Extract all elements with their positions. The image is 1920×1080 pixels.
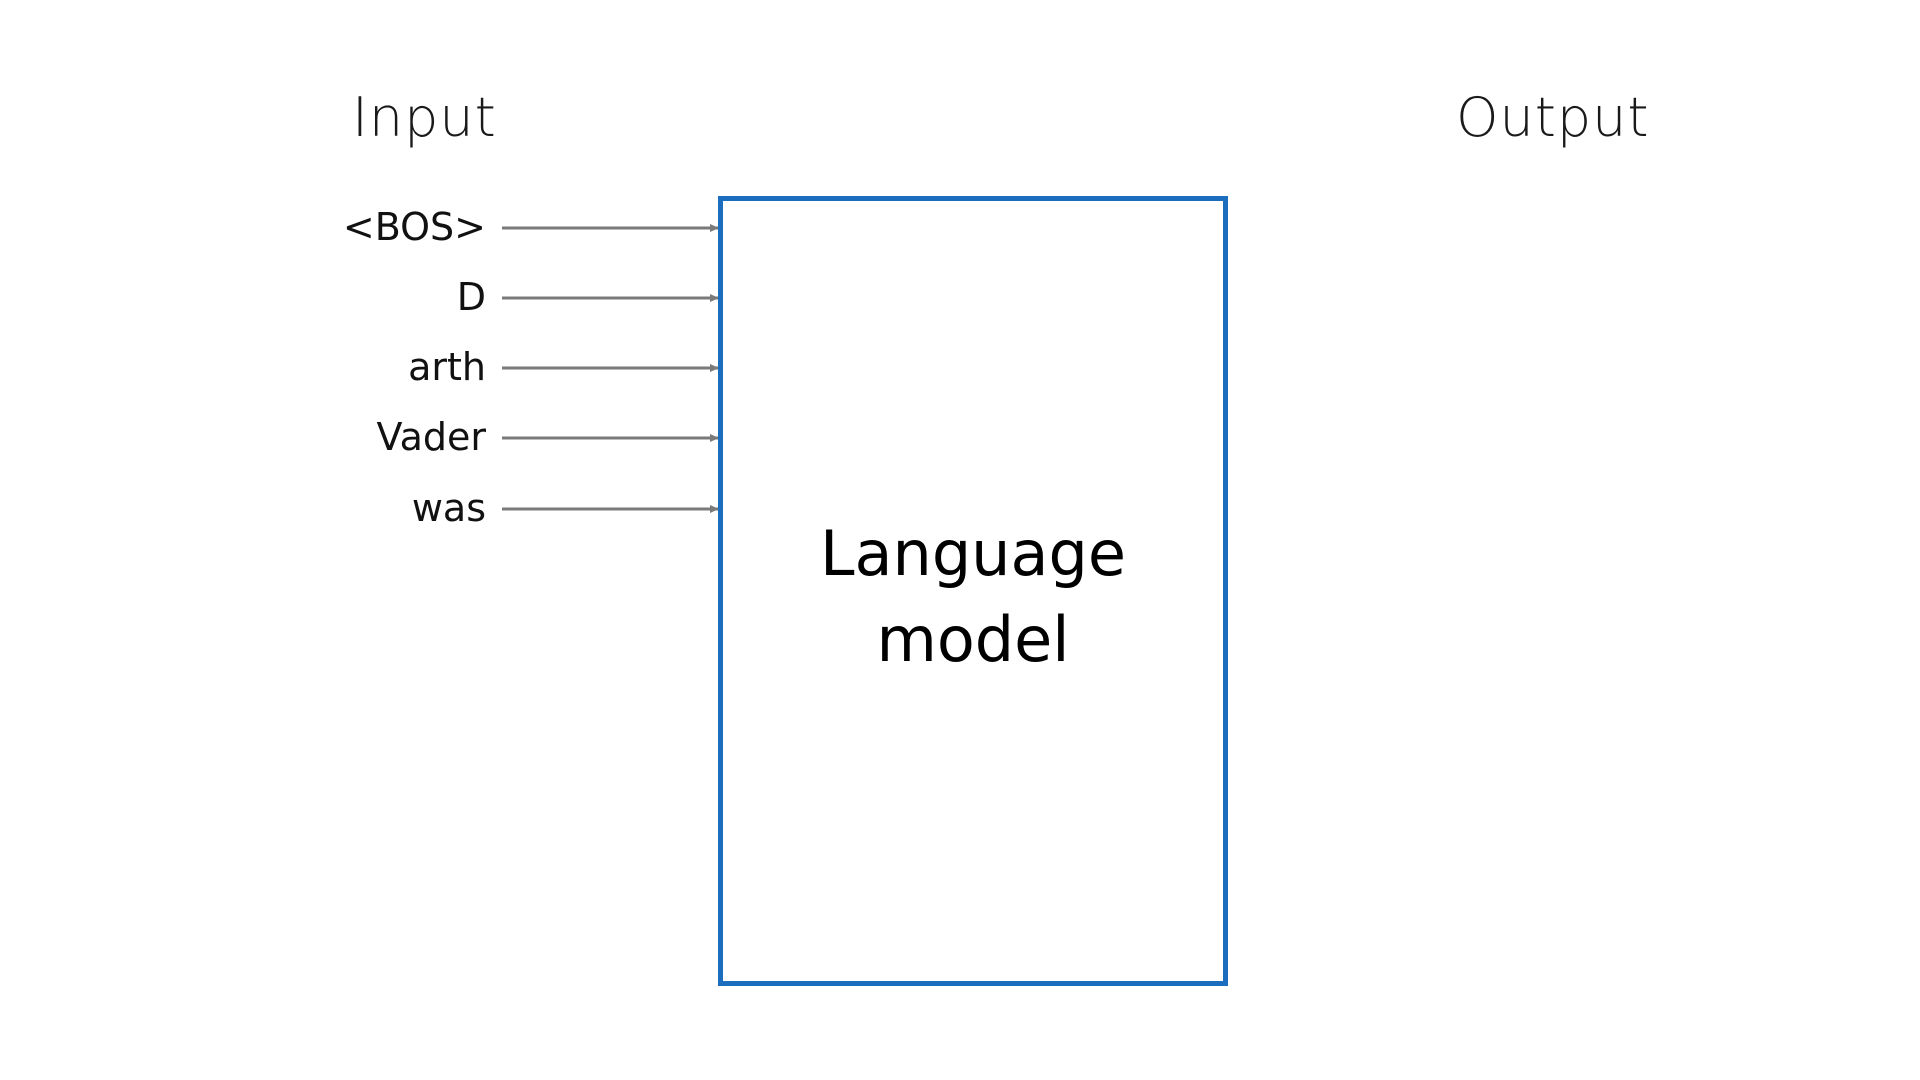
input-token-vader: Vader xyxy=(376,415,486,459)
input-token-arth: arth xyxy=(408,345,486,389)
model-label-line1: Language xyxy=(820,517,1126,590)
language-model-box: Language model xyxy=(718,196,1228,986)
input-token-bos: <BOS> xyxy=(342,205,486,249)
output-heading: Output xyxy=(1456,86,1650,149)
input-token-d: D xyxy=(456,275,486,319)
input-token-was: was xyxy=(411,486,486,530)
model-label-line2: model xyxy=(876,603,1070,676)
language-model-label: Language model xyxy=(723,511,1223,683)
input-heading: Input xyxy=(352,86,497,149)
